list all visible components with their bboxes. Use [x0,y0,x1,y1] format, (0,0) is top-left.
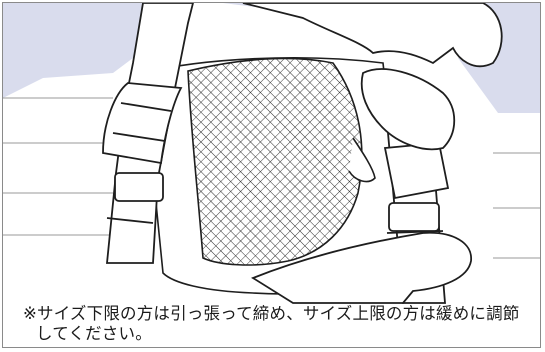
instruction-panel: ※サイズ下限の方は引っ張って締め、サイズ上限の方は緩めに調節 してください。 [2,2,541,348]
upper-hand [242,3,503,68]
upper-hand-fingers [360,68,456,151]
lower-hand [251,231,472,304]
caption-text: ※サイズ下限の方は引っ張って締め、サイズ上限の方は緩めに調節 してください。 [23,304,535,344]
background-lines [3,97,540,259]
strap-adjustment-illustration [3,3,540,304]
right-buckle-icon [383,142,450,234]
mesh-panel [187,57,363,266]
caption-line-2: してください。 [36,324,152,343]
caption-line-1: ※サイズ下限の方は引っ張って締め、サイズ上限の方は緩めに調節 [23,304,520,323]
left-buckle-icon [102,82,183,224]
